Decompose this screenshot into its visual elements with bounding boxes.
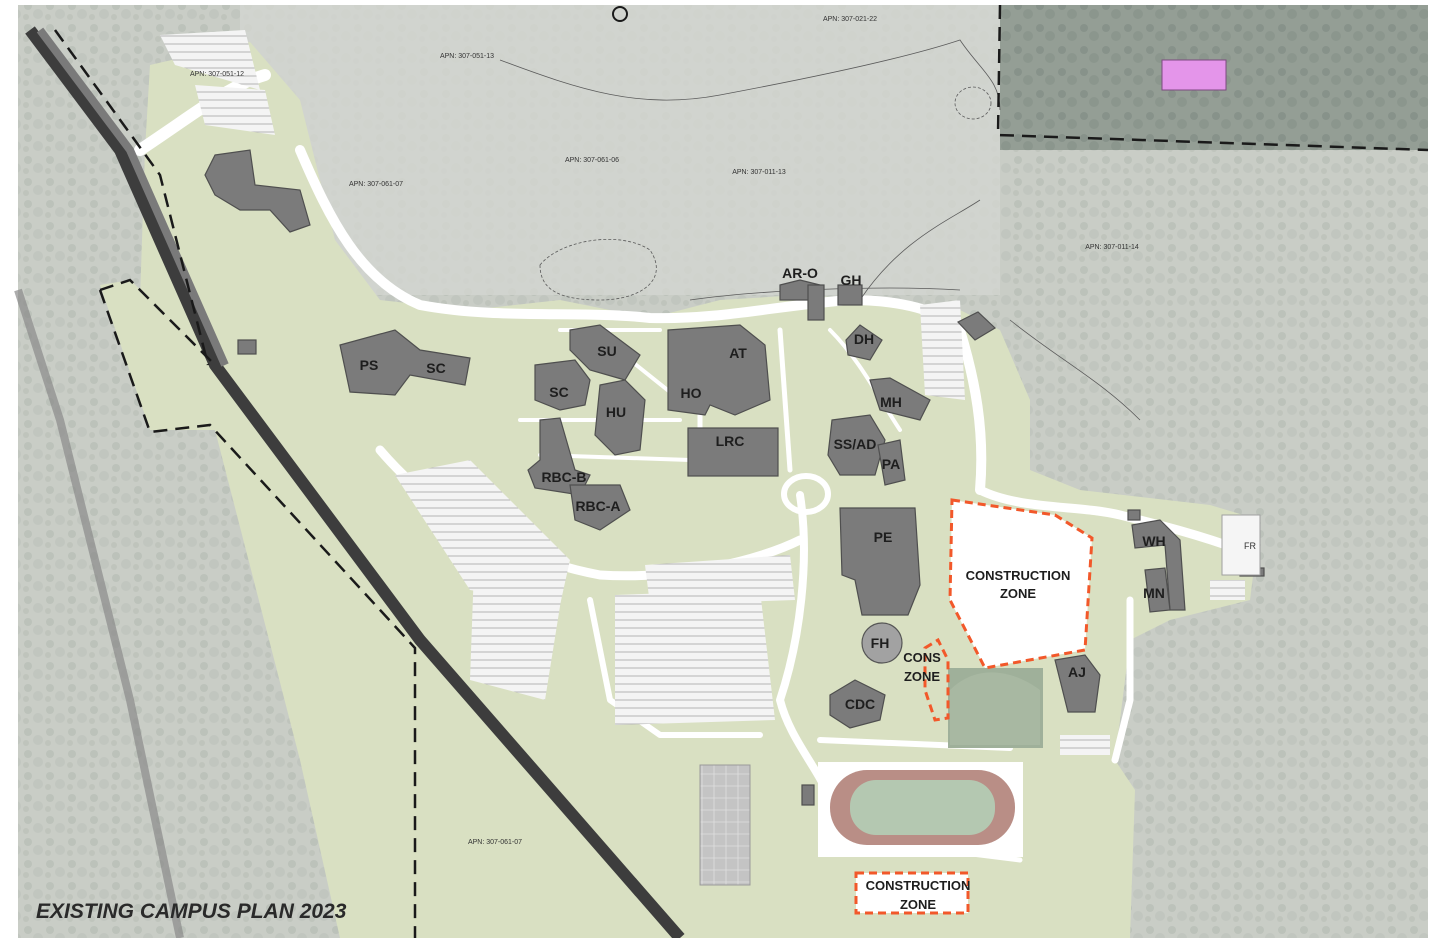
- southwest-parcel: [100, 280, 415, 938]
- label-aj[interactable]: AJ: [1068, 664, 1086, 680]
- parcel-label: APN: 307-051-13: [440, 53, 494, 60]
- pink-rectangle-marker: [1161, 59, 1227, 91]
- sports-facilities: [699, 668, 1043, 886]
- construction-zones: [854, 498, 1094, 915]
- label-ho[interactable]: HO: [681, 385, 702, 401]
- label-fr[interactable]: FR: [1244, 541, 1256, 551]
- cz-east-line1: CONSTRUCTION: [966, 568, 1071, 583]
- cz-east-line2: ZONE: [1000, 586, 1036, 601]
- construction-zone-south: [854, 871, 970, 915]
- label-cdc[interactable]: CDC: [845, 696, 875, 712]
- cz-south-line2: ZONE: [900, 897, 936, 912]
- parcel-label: APN: 307-061-07: [349, 181, 403, 188]
- label-ss-ad[interactable]: SS/AD: [834, 436, 877, 452]
- cz-central-line1: CONS: [903, 650, 941, 665]
- parcel-labels: APN: 307-021-22 APN: 307-051-13 APN: 307…: [190, 16, 1139, 846]
- parcel-label: APN: 307-051-12: [190, 71, 244, 78]
- parking-lots: [160, 30, 1245, 755]
- label-sc-east[interactable]: SC: [426, 360, 445, 376]
- highway: [14, 26, 685, 938]
- parcel-label: APN: 307-011-14: [1085, 244, 1139, 251]
- construction-zone-central: [923, 637, 950, 722]
- label-su[interactable]: SU: [597, 343, 616, 359]
- label-rbc-a[interactable]: RBC-A: [575, 498, 620, 514]
- buildings: [204, 149, 1265, 806]
- parcel-label: APN: 307-061-06: [565, 157, 619, 164]
- building-labels: AR-O GH DH SU AT PS SC SC HU HO MH LRC S…: [360, 265, 1257, 712]
- cz-south-line1: CONSTRUCTION: [866, 878, 971, 893]
- label-hu[interactable]: HU: [606, 404, 626, 420]
- plan-title: EXISTING CAMPUS PLAN 2023: [36, 900, 347, 923]
- label-lrc[interactable]: LRC: [716, 433, 745, 449]
- label-gh[interactable]: GH: [841, 272, 862, 288]
- parcel-label: APN: 307-061-07: [468, 839, 522, 846]
- construction-zone-labels: CONSTRUCTION ZONE CONS ZONE CONSTRUCTION…: [866, 568, 1071, 912]
- parcel-label: APN: 307-011-13: [732, 169, 786, 176]
- label-rbc-b[interactable]: RBC-B: [541, 469, 586, 485]
- label-dh[interactable]: DH: [854, 331, 874, 347]
- label-sc-west[interactable]: SC: [549, 384, 568, 400]
- cz-central-line2: ZONE: [904, 669, 940, 684]
- property-boundary: [53, 4, 1429, 938]
- label-pa[interactable]: PA: [882, 456, 900, 472]
- label-ps[interactable]: PS: [360, 357, 379, 373]
- parcel-label: APN: 307-021-22: [823, 16, 877, 23]
- label-ar-o[interactable]: AR-O: [782, 265, 818, 281]
- circle-icon: [612, 6, 628, 22]
- label-mn[interactable]: MN: [1143, 585, 1165, 601]
- label-pe[interactable]: PE: [874, 529, 893, 545]
- label-at[interactable]: AT: [729, 345, 747, 361]
- tennis-courts: [699, 764, 751, 886]
- label-fh[interactable]: FH: [871, 635, 890, 651]
- label-wh[interactable]: WH: [1142, 533, 1165, 549]
- construction-zone-east: [948, 498, 1094, 670]
- label-mh[interactable]: MH: [880, 394, 902, 410]
